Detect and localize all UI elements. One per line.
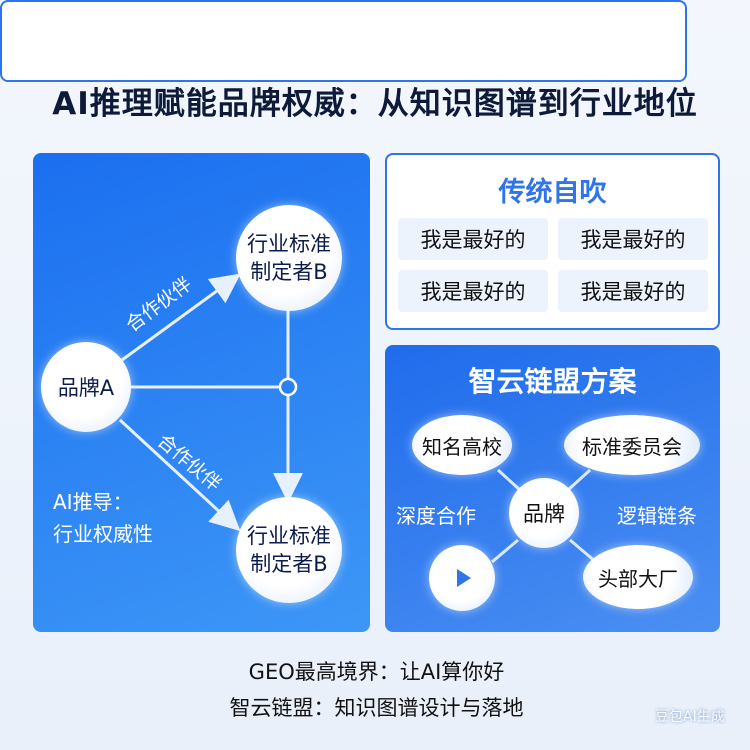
brand-a-node: 品牌A — [41, 342, 131, 432]
footer-line-2: 智云链盟：知识图谱设计与落地 — [229, 696, 524, 720]
edge-label-deep-cooperation: 深度合作 — [396, 504, 476, 528]
standard-maker-top-node: 行业标准制定者B — [236, 205, 342, 311]
company-node: 头部大厂 — [583, 545, 693, 609]
solution-title: 智云链盟方案 — [468, 365, 637, 398]
edge-a-to-bottom — [118, 418, 241, 532]
node-label: 制定者B — [250, 260, 328, 284]
junction-node — [278, 377, 298, 397]
footer-panel — [0, 0, 687, 82]
brand-center-node: 品牌 — [509, 478, 579, 548]
footer-line-1: GEO最高境界：让AI算你好 — [248, 660, 505, 684]
committee-node: 标准委员会 — [564, 415, 700, 475]
note-line-2: 行业权威性 — [53, 522, 153, 546]
edge-label-logic-chain: 逻辑链条 — [617, 504, 697, 528]
node-label: 行业标准 — [247, 523, 331, 548]
boast-item: 我是最好的 — [398, 270, 548, 312]
note-line-1: AI推导： — [53, 490, 133, 514]
traditional-title: 传统自吹 — [498, 177, 607, 208]
boast-item: 我是最好的 — [558, 270, 708, 312]
node-label: 行业标准 — [247, 231, 331, 256]
page-title: AI推理赋能品牌权威：从知识图谱到行业地位 — [52, 86, 698, 122]
node-label: 制定者B — [250, 552, 328, 576]
watermark: 豆包AI生成 — [655, 709, 725, 725]
standard-maker-bottom-node: 行业标准制定者B — [236, 497, 342, 603]
university-node: 知名高校 — [412, 415, 512, 475]
edge-a-to-top — [121, 273, 241, 362]
boast-item: 我是最好的 — [398, 218, 548, 260]
play-button[interactable] — [429, 545, 495, 611]
play-icon — [457, 569, 471, 587]
boast-item: 我是最好的 — [558, 218, 708, 260]
